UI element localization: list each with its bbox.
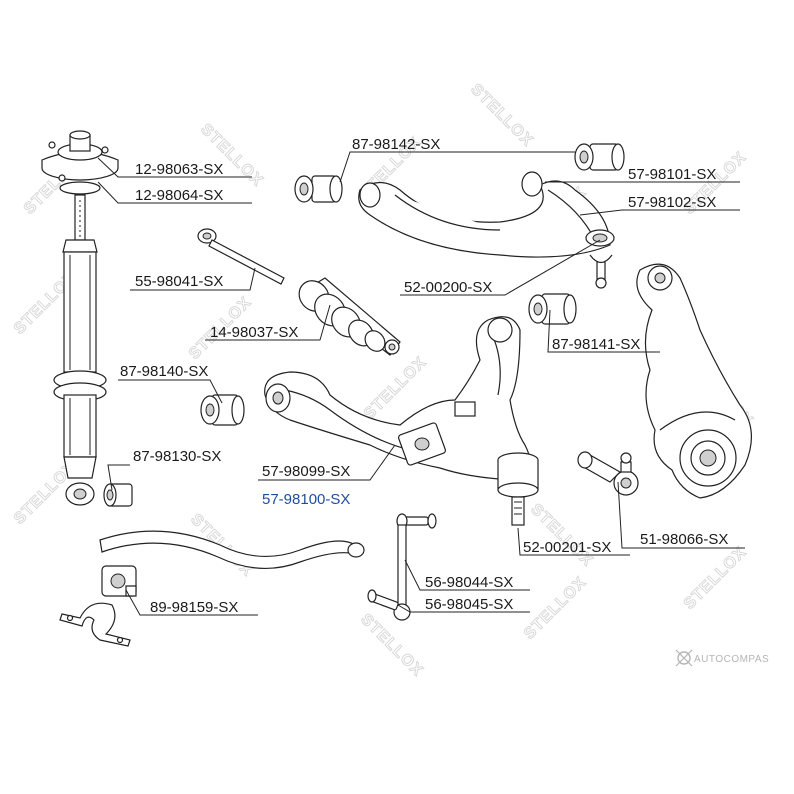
label-51-98066-sx: 51-98066-SX xyxy=(640,531,728,548)
upper-control-arm xyxy=(358,171,615,289)
label-87-98141-sx: 87-98141-SX xyxy=(552,336,640,353)
watermark-13: STELLOX xyxy=(527,501,596,570)
steering-boot xyxy=(298,277,401,356)
watermark-14: STELLOX xyxy=(521,574,590,643)
label-52-00200-sx: 52-00200-SX xyxy=(404,279,492,296)
strut-top-mount xyxy=(41,130,119,195)
watermark-15: STELLOX xyxy=(681,544,750,613)
label-57-98099-sx: 57-98099-SX xyxy=(262,463,350,480)
lower-arm-rear-bushing xyxy=(528,293,577,325)
label-52-00201-sx: 52-00201-SX xyxy=(523,539,611,556)
label-57-98102-sx: 57-98102-SX xyxy=(628,194,716,211)
lower-ball-joint xyxy=(497,452,539,526)
upper-arm-front-bushing xyxy=(294,175,343,203)
label-87-98130-sx: 87-98130-SX xyxy=(133,448,221,465)
label-89-98159-sx: 89-98159-SX xyxy=(150,599,238,616)
watermark-7: STELLOX xyxy=(467,81,536,150)
label-56-98044-sx: 56-98044-SX xyxy=(425,574,513,591)
label-12-98064-sx: 12-98064-SX xyxy=(135,187,223,204)
gear-icon xyxy=(675,649,693,667)
label-57-98101-sx: 57-98101-SX xyxy=(628,166,716,183)
strut-lower-bushing xyxy=(103,483,133,507)
watermark-16: STELLOX xyxy=(357,611,426,680)
strut-assembly xyxy=(41,130,119,506)
stabilizer-link xyxy=(367,513,437,621)
strut-body xyxy=(53,239,107,506)
stabilizer-bracket xyxy=(59,602,131,647)
lower-arm-front-bushing xyxy=(200,394,245,426)
steering-knuckle xyxy=(636,263,753,499)
label-57-98100-sx: 57-98100-SX xyxy=(262,491,350,508)
label-14-98037-sx: 14-98037-SX xyxy=(210,324,298,341)
label-87-98140-sx: 87-98140-SX xyxy=(120,363,208,380)
label-12-98063-sx: 12-98063-SX xyxy=(135,161,223,178)
tie-rod-end xyxy=(577,451,639,496)
part-labels: 12-98063-SX 12-98064-SX 87-98142-SX 57-9… xyxy=(120,136,728,616)
stabilizer-bar xyxy=(99,530,365,569)
leader-lines xyxy=(97,151,745,616)
upper-arm-rear-bushing xyxy=(574,143,625,171)
inner-tie-rod xyxy=(197,228,285,285)
stabilizer-bushing xyxy=(101,565,137,597)
brand-text: AUTOCOMPAS xyxy=(694,654,769,665)
autocompas-logo: AUTOCOMPAS xyxy=(675,649,769,667)
watermark-4: STELLOX xyxy=(197,121,266,190)
lower-control-arm xyxy=(264,316,532,481)
label-87-98142-sx: 87-98142-SX xyxy=(352,136,440,153)
label-55-98041-sx: 55-98041-SX xyxy=(135,273,223,290)
label-56-98045-sx: 56-98045-SX xyxy=(425,596,513,613)
